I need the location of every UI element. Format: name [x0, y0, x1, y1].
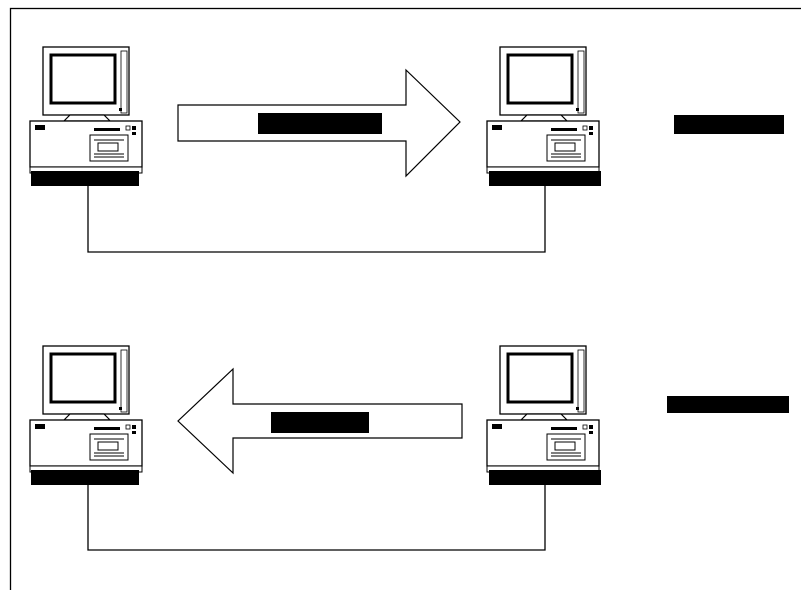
desktop-computer-icon [28, 45, 144, 175]
desktop-computer-icon [28, 344, 144, 474]
side-label-redacted [674, 115, 784, 134]
diagram-frame [9, 7, 801, 590]
side-label-redacted [667, 396, 789, 413]
desktop-computer-icon [485, 45, 601, 175]
row-1 [28, 45, 784, 253]
arrow-label-redacted [271, 412, 369, 433]
computer-label-redacted [31, 470, 139, 485]
computer-label-redacted [31, 171, 139, 186]
row-2 [28, 344, 789, 551]
network-cable [87, 485, 546, 551]
computer-label-redacted [489, 171, 601, 186]
computer-label-redacted [489, 470, 601, 485]
arrow-label-redacted [258, 113, 382, 134]
desktop-computer-icon [485, 344, 601, 474]
network-cable [87, 186, 546, 253]
